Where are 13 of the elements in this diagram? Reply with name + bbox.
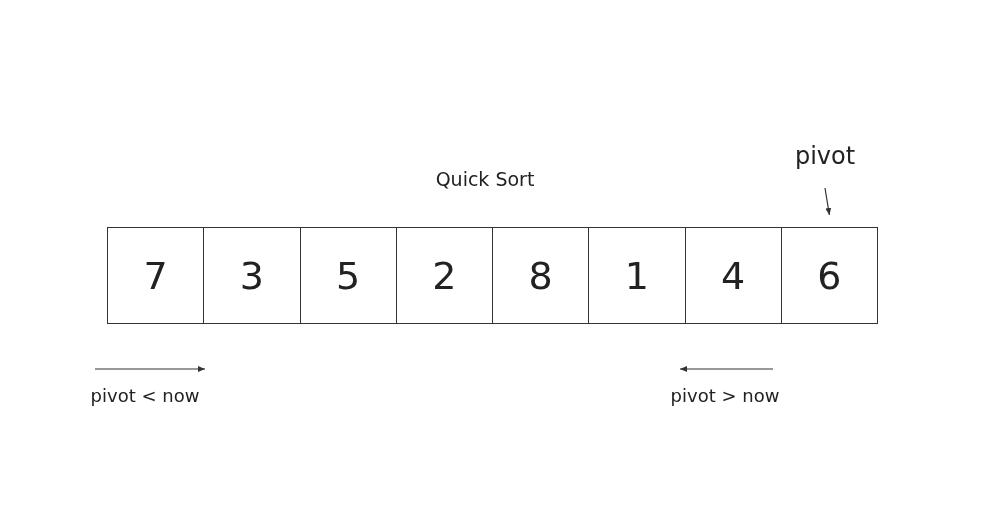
direction-label: pivot < now — [89, 385, 201, 406]
arrow — [824, 187, 832, 216]
direction-label: pivot > now — [669, 385, 781, 406]
array-cell: 7 — [107, 227, 205, 324]
array-cell: 1 — [588, 227, 686, 324]
pivot-label: pivot — [785, 142, 865, 170]
array-cell: 2 — [395, 227, 493, 324]
array-cell: 5 — [299, 227, 397, 324]
array-cell: 4 — [684, 227, 782, 324]
array-cell: 6 — [780, 227, 878, 324]
diagram-title: Quick Sort — [434, 168, 536, 190]
array-cell: 3 — [203, 227, 301, 324]
array-cell: 8 — [492, 227, 590, 324]
